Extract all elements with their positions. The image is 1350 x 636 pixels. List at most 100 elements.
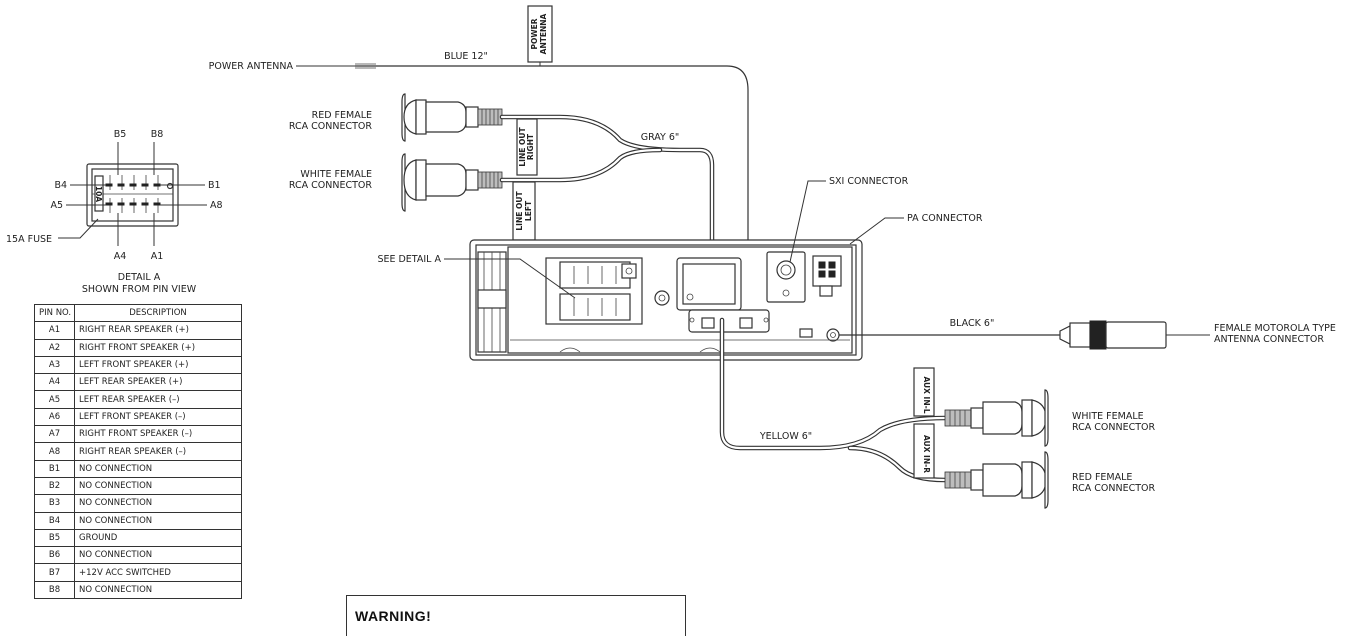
red-rca-right-label-2: RCA CONNECTOR: [1072, 483, 1156, 494]
pa-connector-label: PA CONNECTOR: [907, 213, 983, 224]
wiring-diagram: 10A B5 B8 A4 A1 B4 A5 B1 A8 15A FUSE DET…: [6, 5, 1336, 509]
white-rca-connector-top: [401, 153, 503, 212]
pin-label-b4: B4: [54, 180, 67, 191]
pin-description-cell: LEFT REAR SPEAKER (–): [74, 390, 242, 409]
black-wire-label: BLACK 6": [950, 318, 995, 329]
pin-number-cell: A7: [34, 425, 75, 444]
line-out-left-tag: LINE OUT LEFT: [512, 181, 536, 241]
pin-number-cell: A8: [34, 442, 75, 461]
red-rca-top-label-1: RED FEMALE: [312, 110, 372, 121]
pin-description-cell: RIGHT FRONT SPEAKER (–): [74, 425, 242, 444]
see-detail-label: SEE DETAIL A: [377, 254, 441, 265]
pin-label-a1: A1: [151, 251, 164, 262]
aux-in-r-text: AUX IN-R: [922, 435, 931, 473]
pin-number-cell: B1: [34, 459, 75, 478]
fuse-label: 15A FUSE: [6, 234, 52, 245]
head-unit-chassis: [469, 239, 863, 361]
power-antenna-tag-line1: POWER: [530, 18, 539, 49]
blue-wire-label: BLUE 12": [444, 51, 488, 62]
red-rca-right-label-1: RED FEMALE: [1072, 472, 1132, 483]
sxi-connector-label: SXI CONNECTOR: [829, 176, 909, 187]
pin-number-cell: B5: [34, 528, 75, 548]
power-antenna-label: POWER ANTENNA: [209, 61, 294, 72]
pin-number-cell: B6: [34, 546, 75, 565]
aux-in-l-tag: AUX IN-L: [913, 367, 935, 417]
pin-number-cell: B2: [34, 476, 75, 496]
pin-number-cell: B4: [34, 511, 75, 530]
pin-description-cell: LEFT FRONT SPEAKER (+): [74, 355, 242, 375]
white-rca-connector-right: [944, 389, 1049, 447]
warning-title: WARNING!: [355, 608, 432, 624]
pin-label-a5: A5: [50, 200, 63, 211]
pin-label-a8: A8: [210, 200, 223, 211]
detail-caption: DETAIL A: [118, 272, 161, 283]
pin-number-cell: B7: [34, 563, 75, 582]
red-rca-connector-right: [944, 451, 1049, 509]
pin-number-cell: A1: [34, 321, 75, 340]
pin-header: PIN NO.: [34, 303, 75, 323]
white-rca-right-label-2: RCA CONNECTOR: [1072, 422, 1156, 433]
power-antenna-tag-line2: ANTENNA: [539, 13, 548, 54]
warning-box: WARNING!: [346, 595, 686, 636]
pin-description-cell: NO CONNECTION: [74, 476, 242, 496]
pin-label-b1: B1: [208, 180, 221, 191]
aux-in-r-tag: AUX IN-R: [913, 423, 935, 479]
pin-description-cell: GROUND: [74, 528, 242, 548]
motorola-label-1: FEMALE MOTOROLA TYPE: [1214, 323, 1336, 334]
motorola-label-2: ANTENNA CONNECTOR: [1214, 334, 1324, 345]
pin-description-cell: RIGHT FRONT SPEAKER (+): [74, 338, 242, 357]
detail-a-connector: 10A: [58, 142, 207, 246]
pin-description-cell: NO CONNECTION: [74, 580, 242, 600]
detail-caption-sub: SHOWN FROM PIN VIEW: [82, 284, 197, 295]
pin-description-cell: NO CONNECTION: [74, 494, 242, 513]
pin-description-cell: LEFT REAR SPEAKER (+): [74, 373, 242, 392]
table-row: B7+12V ACC SWITCHED: [34, 563, 242, 582]
white-rca-top-label-1: WHITE FEMALE: [300, 169, 372, 180]
line-out-right-line1: LINE OUT: [518, 127, 527, 167]
pin-description-cell: +12V ACC SWITCHED: [74, 563, 242, 582]
pin-description-cell: RIGHT REAR SPEAKER (–): [74, 442, 242, 461]
pin-number-cell: B3: [34, 494, 75, 513]
pin-number-cell: A3: [34, 355, 75, 375]
pin-description-cell: RIGHT REAR SPEAKER (+): [74, 321, 242, 340]
line-out-left-line1: LINE OUT: [515, 191, 524, 231]
power-antenna-tag: POWER ANTENNA: [527, 5, 553, 66]
pin-label-b8: B8: [151, 129, 164, 140]
pin-number-cell: A5: [34, 390, 75, 409]
red-rca-connector-top: [401, 93, 503, 142]
red-rca-top-label-2: RCA CONNECTOR: [289, 121, 373, 132]
pin-description-cell: LEFT FRONT SPEAKER (–): [74, 407, 242, 427]
description-header: DESCRIPTION: [74, 303, 242, 323]
white-rca-top-label-2: RCA CONNECTOR: [289, 180, 373, 191]
pin-label-b5: B5: [114, 129, 127, 140]
pin-number-cell: A2: [34, 338, 75, 357]
pin-label-a4: A4: [114, 251, 127, 262]
line-out-left-line2: LEFT: [524, 200, 533, 221]
pin-number-cell: A6: [34, 407, 75, 427]
line-out-right-tag: LINE OUT RIGHT: [516, 118, 538, 176]
line-out-right-line2: RIGHT: [526, 133, 535, 160]
pin-description-cell: NO CONNECTION: [74, 546, 242, 565]
white-rca-right-label-1: WHITE FEMALE: [1072, 411, 1144, 422]
pin-number-cell: A4: [34, 373, 75, 392]
detail-inner-label: 10A: [94, 186, 103, 202]
pin-number-cell: B8: [34, 580, 75, 600]
gray-wire-label: GRAY 6": [641, 132, 680, 143]
pin-table-header: PIN NO. DESCRIPTION: [34, 303, 242, 323]
motorola-antenna-connector: [1059, 320, 1167, 350]
